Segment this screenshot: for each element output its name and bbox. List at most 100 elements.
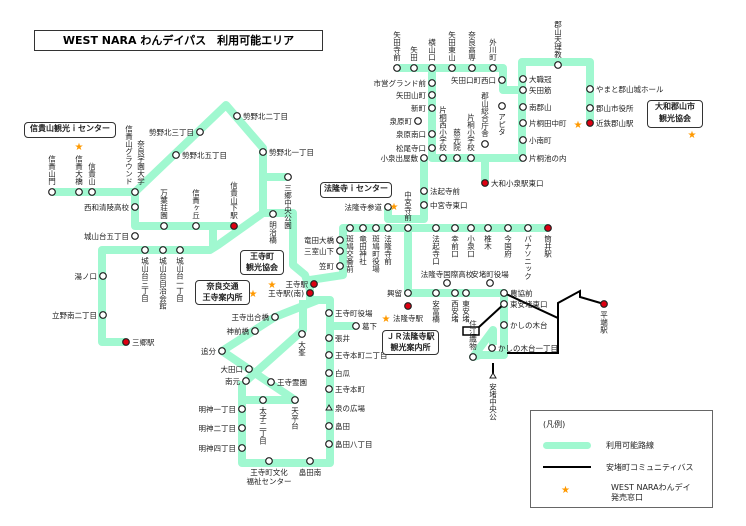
stop-label[interactable]: 勢野北五丁目 — [182, 150, 227, 160]
stop-label[interactable]: 明神四丁目 — [199, 443, 237, 453]
stop-label[interactable]: 安堵中央公 — [488, 382, 497, 421]
stop-label[interactable]: 王寺本町 — [335, 384, 365, 394]
stop-label[interactable]: 神前橋 — [227, 326, 250, 336]
stop-label[interactable]: 明神二丁目 — [199, 423, 237, 433]
stop-label[interactable]: 椎木 — [483, 234, 492, 252]
stop-label[interactable]: 立野南二丁目 — [52, 310, 97, 320]
stop-label[interactable]: 新町 — [411, 103, 426, 113]
stop-label[interactable]: 奈良高専 — [467, 30, 476, 62]
stop-label[interactable]: 西安堵 — [450, 300, 459, 324]
info-center-oji-tourism[interactable]: 王寺町 観光協会 — [240, 250, 284, 275]
stop-label[interactable]: 王寺駅 — [286, 280, 309, 289]
stop-label[interactable]: パナソニック — [523, 235, 532, 280]
stop-label[interactable]: 畠田南 — [299, 467, 322, 477]
stop-label[interactable]: 筒井駅 — [543, 234, 552, 259]
stop-label[interactable]: 近鉄郡山駅 — [596, 118, 634, 128]
stop-label[interactable]: 万葉荘園 — [159, 189, 168, 221]
stop-label[interactable]: 矢田山町 — [396, 90, 426, 100]
stop-label[interactable]: 三郷中央公園 — [283, 184, 292, 230]
info-center-nara-kotsu-oji[interactable]: 奈良交通 王寺案内所 — [195, 280, 250, 305]
stop-label[interactable]: 信貴山グラウンド奈良学園大学 — [124, 124, 145, 186]
stop-label[interactable]: 城山台自治会館 — [158, 257, 167, 311]
stop-label[interactable]: 勢野北一丁目 — [269, 147, 314, 157]
stop-label[interactable]: 法起寺前 — [430, 186, 460, 196]
stop-label[interactable]: 王寺本町二丁目 — [335, 350, 388, 360]
stop-label[interactable]: 明神一丁目 — [199, 404, 237, 414]
stop-label[interactable]: 法隆寺前 — [383, 234, 392, 266]
stop-label[interactable]: やまと郡山城ホール — [596, 84, 664, 94]
stop-label[interactable]: 平端駅 — [599, 311, 608, 335]
stop-label[interactable]: 矢田口町西口 — [451, 75, 496, 85]
stop-label[interactable]: 安富橋 — [431, 299, 440, 324]
stop-label[interactable]: 追分 — [201, 346, 216, 356]
stop-label[interactable]: 大田口 — [221, 364, 244, 374]
stop-label[interactable]: 信貴山下駅 — [229, 180, 238, 220]
stop-label[interactable]: 張井 — [335, 333, 350, 343]
stop-label[interactable]: 南元 — [225, 376, 240, 386]
info-center-yamato-koriyama[interactable]: 大和郡山市 観光協会 — [647, 100, 703, 128]
stop-label[interactable]: 片桐田中町 — [529, 118, 567, 128]
stop-label[interactable]: 片桐池の内 — [529, 153, 567, 163]
stop-label[interactable]: 斑鳩交番前 — [345, 234, 354, 274]
stop-label[interactable]: 片桐西小学校 — [438, 105, 447, 153]
stop-label[interactable]: 幸前口 — [450, 235, 459, 258]
stop-label[interactable]: 城山台三丁目 — [140, 257, 149, 304]
stop-label[interactable]: 斑鳩町役場 — [371, 234, 380, 274]
stop-label[interactable]: 矢田 — [409, 45, 418, 63]
info-center-horyuji[interactable]: 法隆寺ｉセンター — [320, 182, 392, 198]
stop-label[interactable]: 信貴山 — [87, 161, 96, 186]
stop-label[interactable]: 小南町 — [529, 135, 552, 145]
stop-label[interactable]: 郡山総合庁舎 — [480, 92, 489, 139]
stop-label[interactable]: 三郷駅 — [132, 338, 155, 347]
stop-label[interactable]: 興留 — [387, 288, 402, 298]
stop-label[interactable]: 農協前 — [510, 288, 533, 298]
stop-label[interactable]: 泉の広場 — [335, 403, 365, 413]
stop-label[interactable]: 勢野北三丁目 — [149, 127, 194, 137]
stop-label[interactable]: かしの木台一丁目 — [498, 343, 558, 353]
stop-label[interactable]: 法隆寺国際高校 — [421, 269, 474, 279]
stop-label[interactable]: 法隆寺駅 — [393, 313, 423, 323]
stop-label[interactable]: 中宮寺前 — [403, 190, 412, 223]
stop-label[interactable]: 泉原南口 — [396, 129, 426, 139]
stop-label[interactable]: 片桐小学校 — [466, 112, 475, 152]
stop-label[interactable]: 泉原町 — [390, 116, 413, 126]
stop-label[interactable]: 太子二丁目 — [258, 406, 267, 446]
stop-label[interactable]: 信貴ヶ丘 — [191, 188, 200, 220]
stop-label[interactable]: 小泉口 — [466, 235, 475, 258]
stop-label[interactable]: 郡山天理教 — [553, 20, 562, 59]
stop-label[interactable]: 小泉出屋敷 — [381, 153, 419, 163]
stop-label[interactable]: 王寺駅(南) — [268, 288, 304, 298]
stop-label[interactable]: 笠町 — [319, 261, 334, 271]
stop-label[interactable]: 天平台 — [290, 407, 299, 431]
stop-label[interactable]: 三室山下 — [304, 246, 334, 256]
stop-label[interactable]: 竜田神社 — [358, 234, 367, 266]
stop-label[interactable]: 湯ノ口 — [75, 271, 98, 281]
stop-label[interactable]: 竜田大橋 — [304, 235, 334, 245]
stop-label[interactable]: 白瓜 — [335, 368, 350, 378]
stop-label[interactable]: 郡山市役所 — [596, 103, 634, 113]
stop-label[interactable]: アピタ — [497, 113, 506, 136]
stop-label[interactable]: 大和小泉駅東口 — [491, 178, 544, 188]
stop-label[interactable]: 城山台五丁目 — [84, 231, 129, 241]
stop-label[interactable]: 松尾寺口 — [396, 143, 426, 153]
stop-label[interactable]: 市営グランド前 — [374, 78, 427, 88]
stop-label[interactable]: 住江織物 — [468, 319, 477, 352]
stop-label[interactable]: 西和清陵高校 — [84, 202, 129, 212]
stop-label[interactable]: 畠田 — [335, 421, 350, 431]
stop-label[interactable]: 葛下 — [362, 321, 377, 331]
stop-label[interactable]: 城山台一丁目 — [175, 257, 184, 304]
stop-label[interactable]: 東安堵 — [461, 299, 470, 324]
stop-label[interactable]: 王寺出合橋 — [232, 312, 270, 322]
stop-label[interactable]: 矢田筋 — [529, 85, 552, 95]
stop-label[interactable]: 法隆寺参道 — [345, 202, 383, 212]
stop-label[interactable]: 大峯 — [297, 340, 306, 358]
stop-label[interactable]: 矢田寺前 — [392, 30, 401, 63]
stop-label[interactable]: 横山口 — [427, 37, 436, 61]
stop-label[interactable]: 外川町 — [488, 37, 497, 61]
stop-label[interactable]: 南郡山 — [529, 102, 552, 112]
stop-label[interactable]: 信貴山門 — [47, 154, 56, 187]
stop-label[interactable]: 王寺霊園 — [277, 378, 307, 387]
stop-label[interactable]: かしの木台 — [510, 320, 548, 330]
stop-label[interactable]: 矢田東山 — [447, 30, 456, 63]
stop-label[interactable]: 法起寺口 — [431, 234, 440, 265]
